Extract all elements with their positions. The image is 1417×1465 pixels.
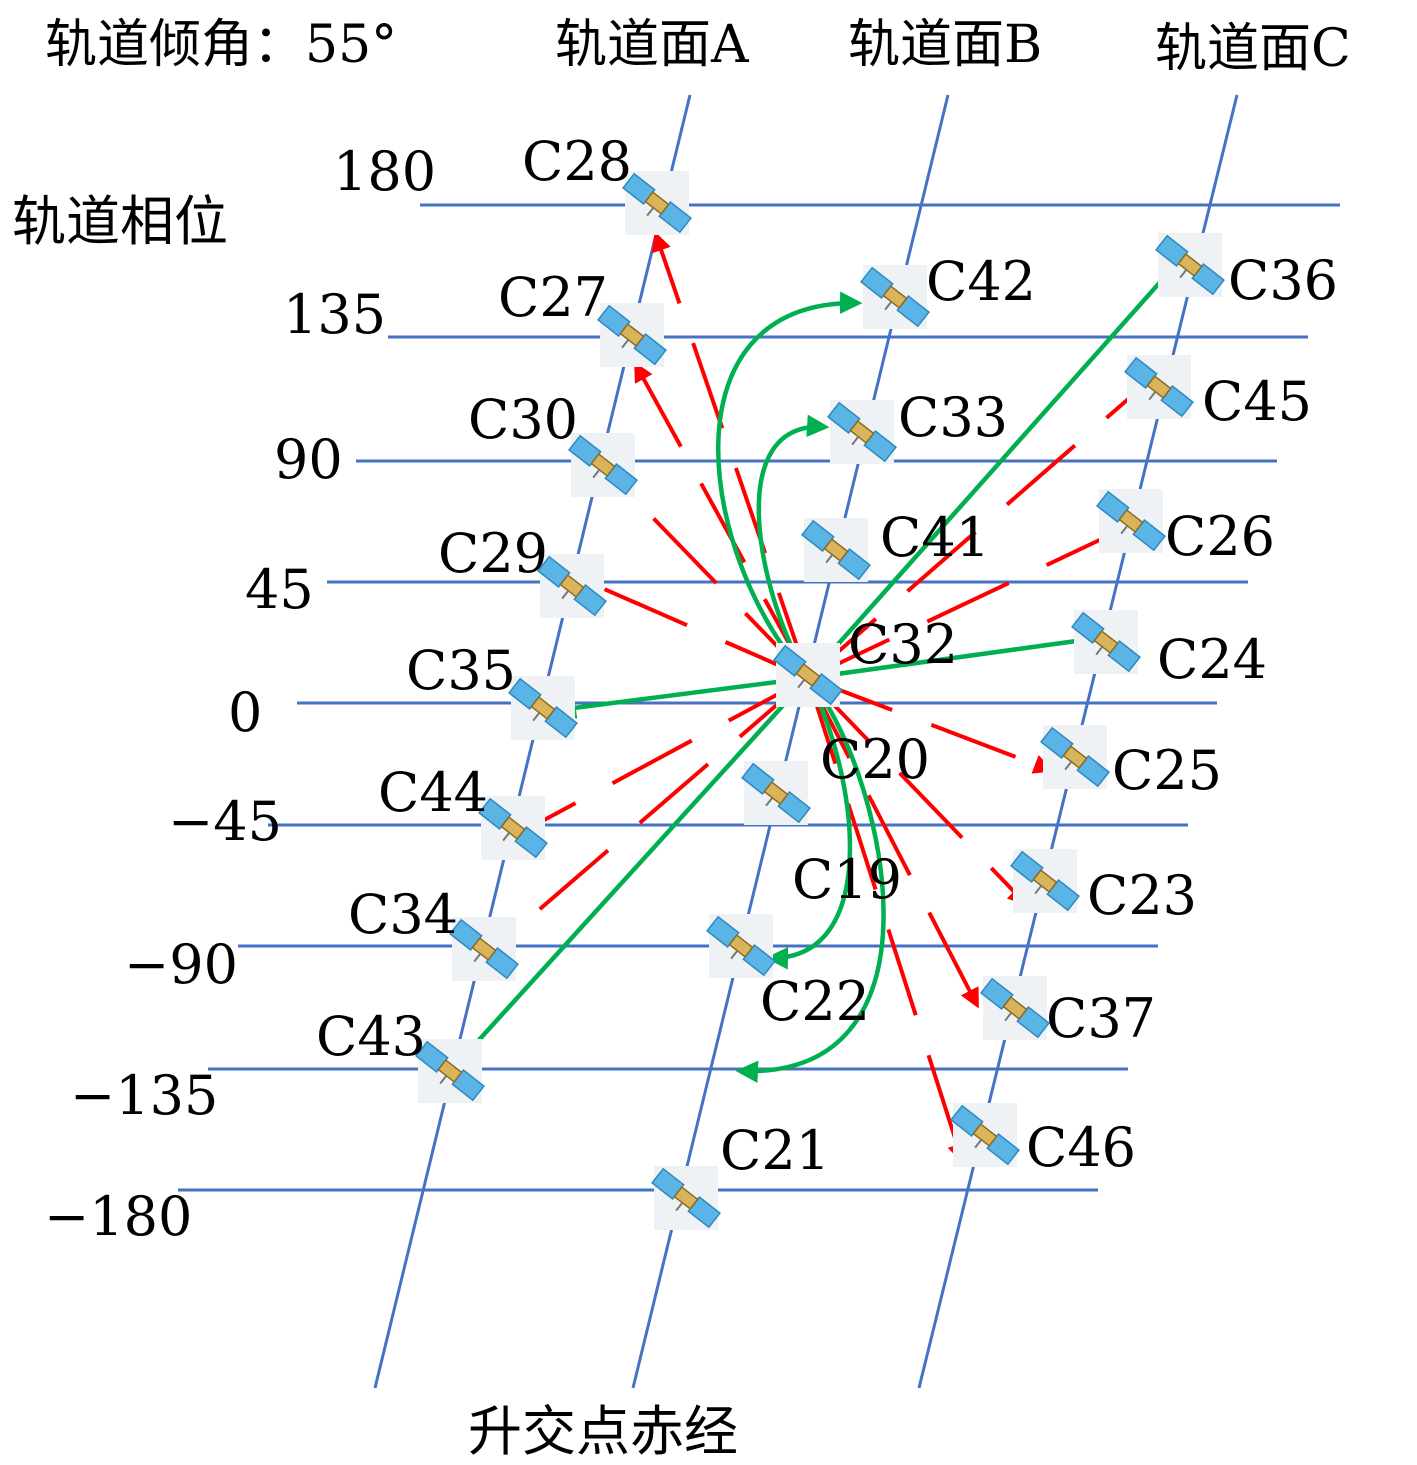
satellite-label-c44: C44 [378, 761, 488, 824]
green-link-c42 [716, 291, 863, 680]
satellite-label-c43: C43 [316, 1005, 426, 1068]
red-link-c45 [806, 377, 1154, 680]
red-link-c29 [575, 575, 809, 680]
plane-c-label: 轨道面C [1155, 19, 1351, 79]
satellite-label-c33: C33 [898, 386, 1008, 449]
inter-satellite-links [444, 231, 1181, 1164]
phase-tick-label: −180 [44, 1185, 192, 1248]
satellite-label-c30: C30 [468, 388, 578, 451]
red-link-c25 [807, 676, 1054, 774]
red-link-c30 [594, 457, 810, 680]
red-link-c28 [651, 231, 810, 679]
green-link-c35 [553, 675, 809, 719]
red-link-c26 [807, 525, 1129, 680]
satellite-label-c27: C27 [498, 266, 608, 329]
satellite-label-c21: C21 [720, 1119, 830, 1182]
phase-tick-label: 180 [333, 140, 436, 203]
satellite-label-c45: C45 [1202, 370, 1312, 433]
satellites: C28C27C30C29C35C44C34C43C42C33C41C32C20C… [316, 130, 1338, 1234]
satellite-label-c25: C25 [1112, 739, 1222, 802]
satellite-label-c22: C22 [760, 970, 870, 1033]
satellite-label-c19: C19 [792, 848, 902, 911]
satellite-icon [1150, 232, 1225, 301]
satellite-icon [646, 1165, 721, 1234]
red-link-c23 [806, 676, 1028, 906]
satellite-icon [1066, 609, 1141, 678]
satellite-icon [855, 264, 930, 333]
phase-tick-label: 90 [274, 428, 343, 491]
satellite-label-c46: C46 [1026, 1116, 1136, 1179]
satellite-icon [796, 517, 871, 586]
satellite-icon [1091, 488, 1166, 557]
satellite-icon [822, 399, 897, 468]
phase-tick-label: −90 [124, 933, 238, 996]
phase-tick-label: 0 [228, 681, 262, 744]
satellite-label-c36: C36 [1228, 249, 1338, 312]
green-link-c21 [735, 676, 886, 1083]
satellite-label-c32: C32 [848, 613, 958, 676]
red-link-c37 [806, 677, 979, 1009]
phase-ticks: 180 135 90 45 0 −45 −90 −135 −180 [44, 140, 436, 1248]
satellite-label-c42: C42 [926, 250, 1036, 313]
green-link-c22 [765, 676, 853, 970]
phase-tick-label: 45 [245, 558, 314, 621]
red-link-c34 [493, 676, 810, 949]
satellite-label-c24: C24 [1157, 628, 1267, 691]
red-link-c46 [806, 677, 967, 1164]
phase-tick-label: −45 [168, 790, 282, 853]
satellite-label-c37: C37 [1046, 987, 1156, 1050]
satellite-label-c23: C23 [1087, 864, 1197, 927]
satellite-label-c34: C34 [348, 883, 458, 946]
satellite-icon [1005, 848, 1080, 917]
green-link-c33 [756, 414, 830, 680]
green-link-c24 [807, 629, 1103, 681]
x-axis-label: 升交点赤经 [468, 1400, 738, 1463]
phase-tick-label: −135 [70, 1064, 218, 1127]
satellite-label-c20: C20 [820, 728, 930, 791]
green-link-c43 [444, 676, 810, 1078]
green-link-c36 [806, 258, 1181, 680]
satellite-icon [1035, 724, 1110, 793]
satellite-label-c29: C29 [438, 522, 548, 585]
plane-b-label: 轨道面B [848, 15, 1042, 75]
red-link-c27 [634, 361, 810, 679]
satellite-icon [768, 642, 843, 711]
satellite-icon [1119, 354, 1194, 423]
satellite-label-c41: C41 [880, 506, 990, 569]
satellite-icon [736, 760, 811, 829]
red-link-c44 [516, 676, 809, 835]
satellite-icon [975, 975, 1050, 1044]
satellite-icon [945, 1102, 1020, 1171]
plane-a-label: 轨道面A [555, 15, 750, 75]
satellite-label-c35: C35 [406, 639, 516, 702]
satellite-label-c28: C28 [522, 130, 632, 193]
inclination-label: 轨道倾角：55° [45, 15, 397, 75]
satellite-label-c26: C26 [1165, 505, 1275, 568]
y-axis-label: 轨道相位 [12, 190, 228, 253]
phase-tick-label: 135 [283, 283, 386, 346]
